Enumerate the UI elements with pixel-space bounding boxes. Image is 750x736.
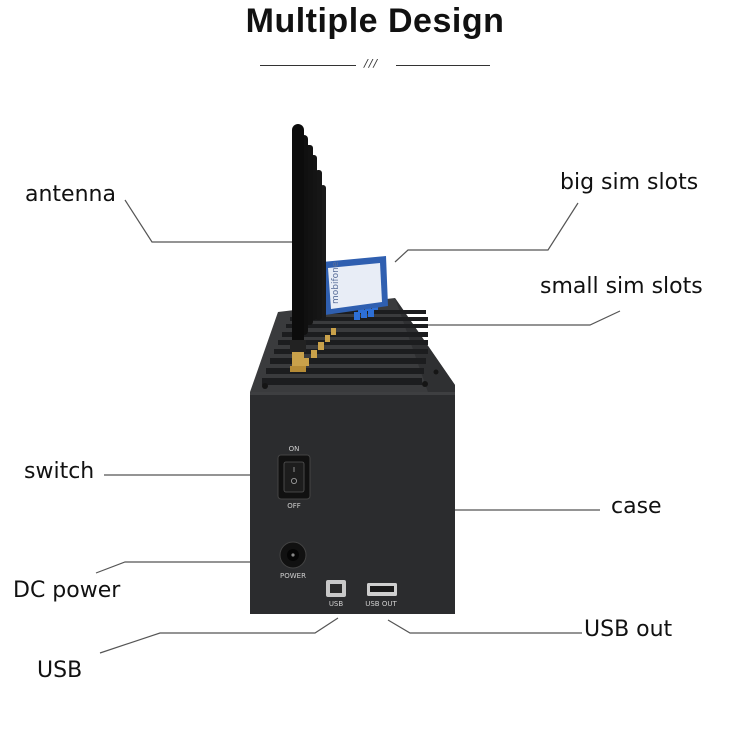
label-big-sim-slots: big sim slots xyxy=(560,170,699,195)
page-title: Multiple Design xyxy=(245,2,505,40)
leader-usb-out xyxy=(387,619,582,634)
power-port-label: POWER xyxy=(280,572,306,580)
label-small-sim-slots: small sim slots xyxy=(540,274,703,299)
divider-mark: /// xyxy=(364,57,379,70)
big-sim-card: mobifone xyxy=(322,256,388,315)
label-case: case xyxy=(611,494,662,519)
label-antenna: antenna xyxy=(25,182,116,207)
leader-antenna xyxy=(124,199,292,243)
antenna-array xyxy=(290,124,336,372)
leader-small-sim xyxy=(410,310,621,326)
usb-out-port-label: USB OUT xyxy=(365,600,397,608)
top-screws xyxy=(262,369,439,389)
usb-b-port: USB xyxy=(326,580,346,608)
switch-off-label: OFF xyxy=(287,502,301,510)
sim-brand-text: mobifone xyxy=(331,261,341,304)
usb-out-port: USB OUT xyxy=(365,583,397,608)
label-usb: USB xyxy=(37,658,83,683)
leader-lines xyxy=(95,199,621,654)
label-usb-out: USB out xyxy=(584,617,673,642)
case-front-face xyxy=(250,392,455,614)
power-switch: ON OFF xyxy=(277,445,311,510)
switch-on-label: ON xyxy=(289,445,300,453)
label-dc-power: DC power xyxy=(13,578,121,603)
usb-port-label: USB xyxy=(329,600,344,608)
title-divider: /// xyxy=(260,57,490,73)
dc-power-jack: POWER xyxy=(279,541,307,580)
front-antenna xyxy=(292,124,304,352)
leader-dc-power xyxy=(95,561,250,574)
leader-usb xyxy=(99,617,339,654)
leader-big-sim xyxy=(394,202,579,263)
antenna-connector xyxy=(292,352,304,366)
label-switch: switch xyxy=(24,459,95,484)
